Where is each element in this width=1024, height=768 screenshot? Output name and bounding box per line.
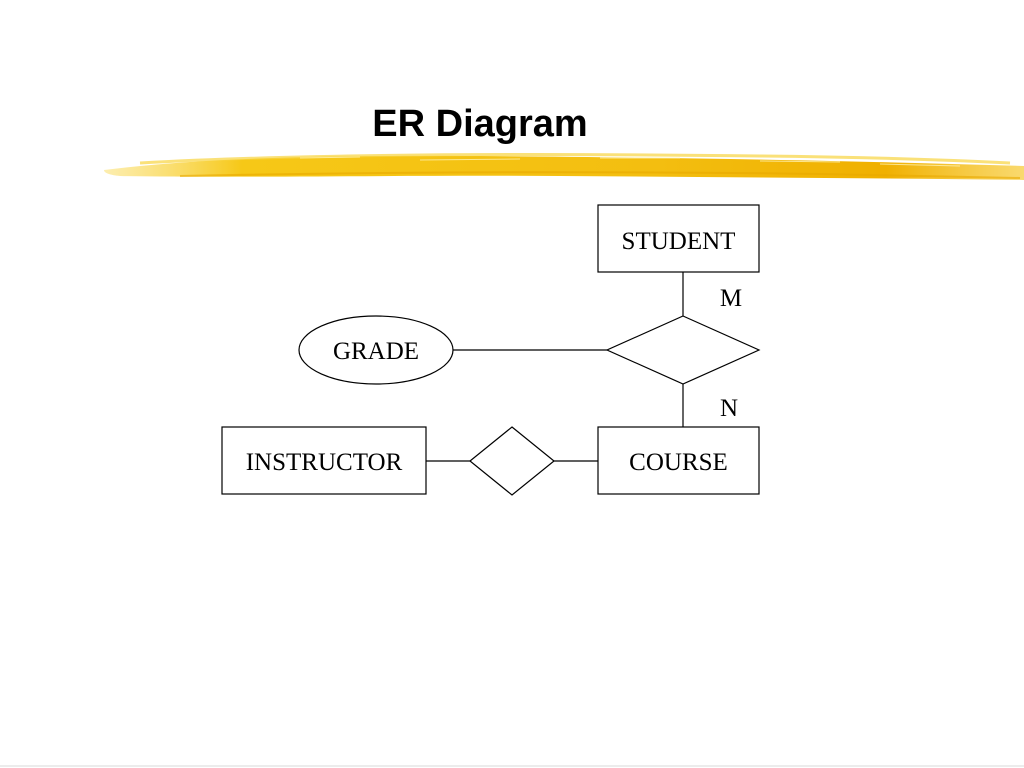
- student-entity: STUDENT: [597, 204, 760, 273]
- course-entity-label: COURSE: [629, 449, 728, 476]
- grade-attribute-label: GRADE: [333, 338, 419, 365]
- grade-attribute: GRADE: [298, 315, 454, 385]
- student-entity-box: [597, 204, 760, 273]
- cardinality-m-label: M: [720, 285, 742, 312]
- course-entity-box: [597, 426, 760, 495]
- student-entity-label: STUDENT: [622, 228, 736, 255]
- cardinality-n-label: N: [720, 395, 738, 422]
- slide-title: ER Diagram: [372, 103, 588, 145]
- teaches-relationship-diamond: [469, 426, 555, 496]
- instructor-entity: INSTRUCTOR: [221, 426, 427, 495]
- enrollment-relationship-diamond: [605, 315, 761, 385]
- title-underline-brush-stroke: [104, 152, 1024, 180]
- grade-attribute-ellipse: [298, 315, 454, 385]
- slide-bottom-divider: [0, 765, 1024, 767]
- course-entity: COURSE: [597, 426, 760, 495]
- instructor-entity-label: INSTRUCTOR: [246, 449, 403, 476]
- instructor-entity-box: [221, 426, 427, 495]
